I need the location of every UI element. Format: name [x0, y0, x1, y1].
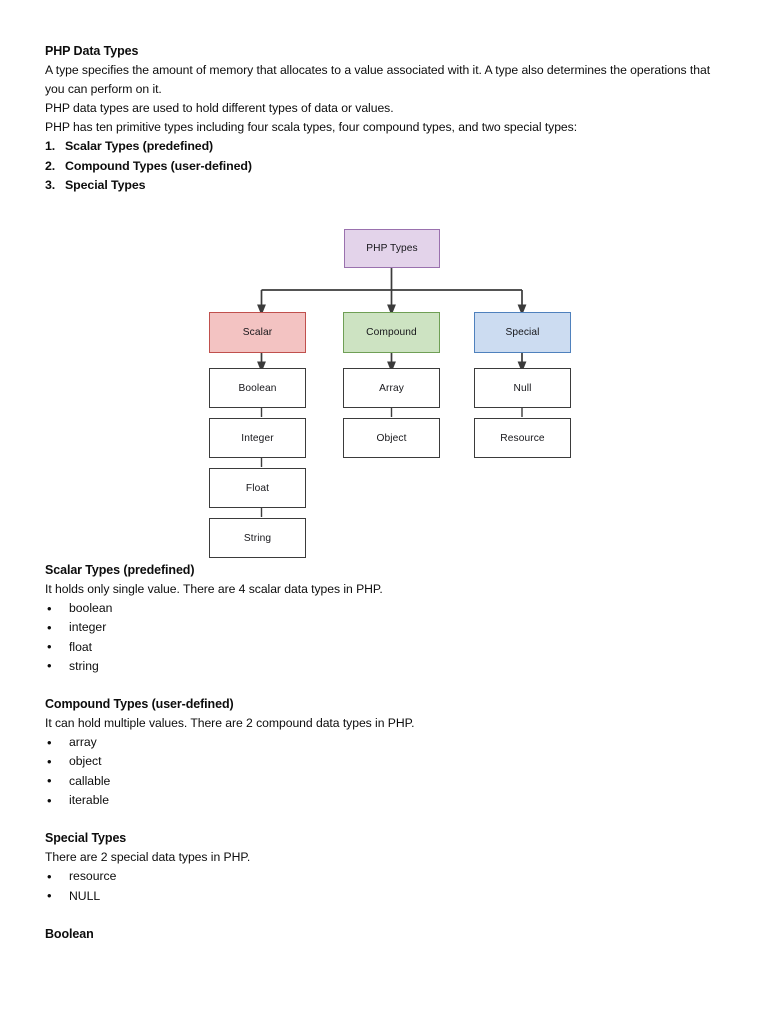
- list-item: • NULL: [45, 887, 725, 906]
- section-heading-special-types: Special Types: [45, 831, 127, 846]
- primitive-types-numbered-list: 1. Scalar Types (predefined) 2. Compound…: [45, 137, 725, 196]
- diagram-node-label: Boolean: [238, 382, 277, 394]
- list-item-number: 3.: [45, 178, 56, 192]
- list-item: • integer: [45, 618, 725, 637]
- list-item-label: resource: [69, 869, 117, 884]
- diagram-node-label: String: [243, 532, 272, 544]
- list-item-label: float: [69, 639, 93, 654]
- php-types-tree-diagram: PHP Types Scalar Compound Special Boolea…: [195, 215, 595, 560]
- diagram-node-scalar[interactable]: Scalar: [209, 312, 306, 353]
- section-body-compound-types: It can hold multiple values. There are 2…: [45, 716, 415, 731]
- list-item-label: string: [69, 658, 99, 673]
- list-item-number: 1.: [45, 139, 56, 153]
- diagram-node-null[interactable]: Null: [474, 368, 571, 408]
- diagram-node-float[interactable]: Float: [209, 468, 306, 508]
- diagram-node-object[interactable]: Object: [343, 418, 440, 458]
- section-heading-compound-types: Compound Types (user-defined): [45, 697, 234, 712]
- diagram-node-compound[interactable]: Compound: [343, 312, 440, 353]
- list-item: • boolean: [45, 599, 725, 618]
- bullet-icon: •: [47, 639, 52, 655]
- intro-paragraph-3: PHP has ten primitive types including fo…: [45, 120, 578, 134]
- bullet-icon: •: [47, 734, 52, 750]
- diagram-connectors: [257, 268, 527, 517]
- diagram-node-label: Compound: [366, 327, 417, 338]
- list-item-label: NULL: [69, 888, 101, 903]
- bullet-icon: •: [47, 600, 52, 616]
- list-item: 3. Special Types: [45, 176, 725, 196]
- diagram-node-string[interactable]: String: [209, 518, 306, 558]
- list-item: • iterable: [45, 791, 725, 810]
- diagram-node-label: Special: [505, 327, 540, 338]
- diagram-node-array[interactable]: Array: [343, 368, 440, 408]
- list-item: • string: [45, 657, 725, 676]
- diagram-node-label: Array: [379, 382, 404, 394]
- diagram-node-boolean[interactable]: Boolean: [209, 368, 306, 408]
- intro-paragraph-1: A type specifies the amount of memory th…: [45, 63, 711, 96]
- diagram-node-integer[interactable]: Integer: [209, 418, 306, 458]
- list-item-label: integer: [69, 620, 107, 635]
- list-item: • callable: [45, 772, 725, 791]
- bullet-icon: •: [47, 619, 52, 635]
- bullet-icon: •: [47, 868, 52, 884]
- list-item-label: Scalar Types (predefined): [65, 139, 214, 153]
- list-item: • float: [45, 638, 725, 657]
- diagram-node-special[interactable]: Special: [474, 312, 571, 353]
- list-item-label: array: [69, 735, 97, 750]
- list-item: • array: [45, 733, 725, 752]
- diagram-node-php-types[interactable]: PHP Types: [344, 229, 440, 268]
- list-item: 2. Compound Types (user-defined): [45, 157, 725, 177]
- list-item: 1. Scalar Types (predefined): [45, 137, 725, 157]
- diagram-node-label: Integer: [241, 432, 274, 444]
- list-item-number: 2.: [45, 158, 56, 173]
- section-body-scalar-types: It holds only single value. There are 4 …: [45, 582, 383, 596]
- section-spacer: [45, 906, 725, 925]
- section-heading-boolean: Boolean: [45, 926, 94, 941]
- compound-types-bullet-list: • array • object • callable • iterable: [45, 733, 725, 810]
- intro-paragraph-2: PHP data types are used to hold differen…: [45, 101, 394, 115]
- scalar-types-bullet-list: • boolean • integer • float • string: [45, 599, 725, 676]
- list-item: • resource: [45, 867, 725, 886]
- section-heading-scalar-types: Scalar Types (predefined): [45, 563, 195, 577]
- document-body-bottom: Scalar Types (predefined) It holds only …: [45, 561, 725, 944]
- list-item-label: callable: [69, 773, 111, 788]
- list-item-label: iterable: [69, 793, 109, 808]
- list-item-label: Special Types: [65, 178, 146, 192]
- diagram-node-resource[interactable]: Resource: [474, 418, 571, 458]
- page-title: PHP Data Types: [45, 44, 139, 58]
- diagram-node-label: Resource: [500, 432, 545, 444]
- diagram-node-label: PHP Types: [366, 243, 418, 254]
- diagram-node-label: Null: [513, 382, 532, 394]
- section-spacer: [45, 676, 725, 695]
- list-item-label: object: [69, 754, 102, 769]
- diagram-node-label: Scalar: [242, 327, 273, 338]
- section-spacer: [45, 810, 725, 829]
- special-types-bullet-list: • resource • NULL: [45, 867, 725, 906]
- bullet-icon: •: [47, 792, 52, 808]
- bullet-icon: •: [47, 753, 52, 769]
- bullet-icon: •: [47, 773, 52, 789]
- document-body-top: PHP Data Types A type specifies the amou…: [45, 42, 725, 196]
- list-item: • object: [45, 752, 725, 771]
- diagram-node-label: Float: [245, 482, 270, 494]
- list-item-label: Compound Types (user-defined): [65, 158, 252, 173]
- diagram-node-label: Object: [376, 432, 407, 444]
- section-body-special-types: There are 2 special data types in PHP.: [45, 850, 251, 865]
- list-item-label: boolean: [69, 601, 113, 615]
- bullet-icon: •: [47, 888, 52, 904]
- bullet-icon: •: [47, 658, 52, 674]
